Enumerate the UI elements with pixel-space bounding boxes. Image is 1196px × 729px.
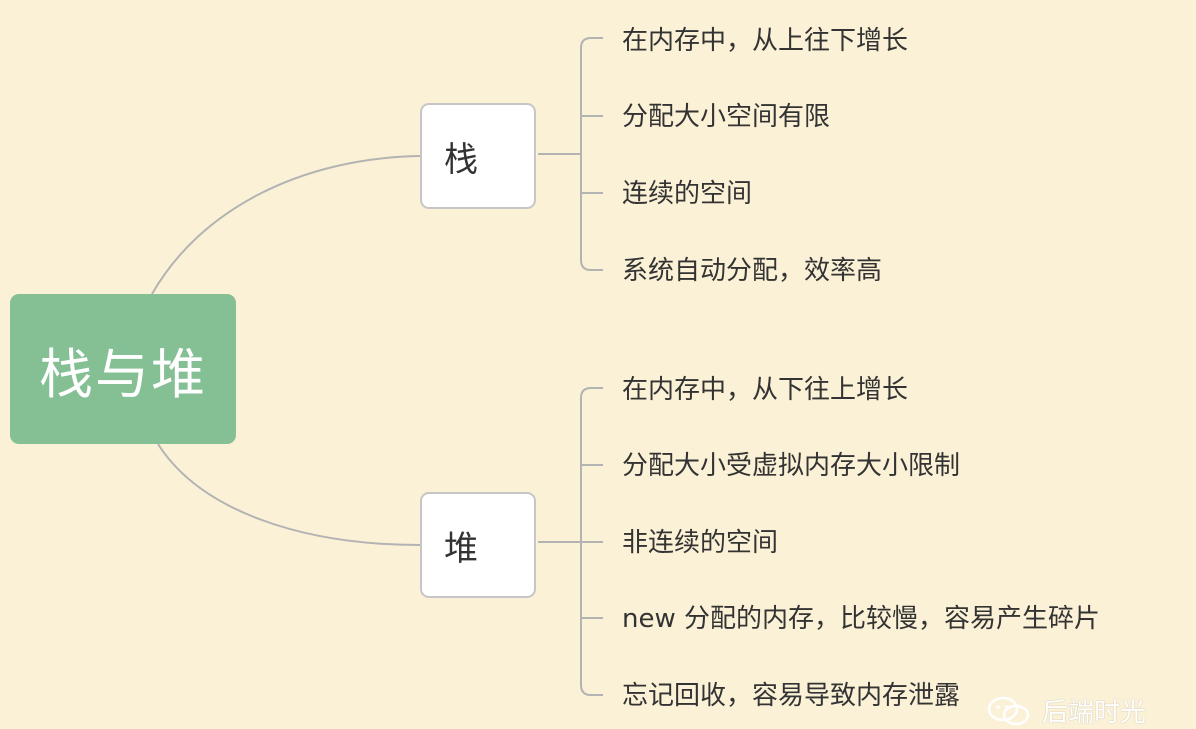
branch-node-stack: 栈 <box>420 103 536 209</box>
branch-node-heap: 堆 <box>420 492 536 598</box>
heap-leaf: 分配大小受虚拟内存大小限制 <box>622 451 961 481</box>
wechat-icon <box>987 696 1030 725</box>
stack-leaf: 分配大小空间有限 <box>622 102 831 132</box>
heap-leaf: 非连续的空间 <box>622 528 779 558</box>
connector-root-to-stack <box>151 155 421 295</box>
connector-root-to-heap <box>157 443 421 546</box>
watermark: 后端时光 <box>986 692 1146 729</box>
heap-leaf: new 分配的内存，比较慢，容易产生碎片 <box>622 604 1101 634</box>
root-label: 栈与堆 <box>39 342 207 406</box>
stack-leaf: 连续的空间 <box>622 179 753 209</box>
root-node: 栈与堆 <box>10 294 236 444</box>
branch-label-stack: 栈 <box>444 139 478 180</box>
stack-leaf: 系统自动分配，效率高 <box>622 256 883 286</box>
watermark-text: 后端时光 <box>1042 698 1147 728</box>
branch-label-heap: 堆 <box>444 528 478 569</box>
heap-leaf: 忘记回收，容易导致内存泄露 <box>622 681 961 711</box>
heap-leaf: 在内存中，从下往上增长 <box>622 375 909 405</box>
bracket-stack <box>538 37 603 271</box>
bracket-heap <box>538 387 603 696</box>
stack-leaf: 在内存中，从上往下增长 <box>622 26 909 56</box>
